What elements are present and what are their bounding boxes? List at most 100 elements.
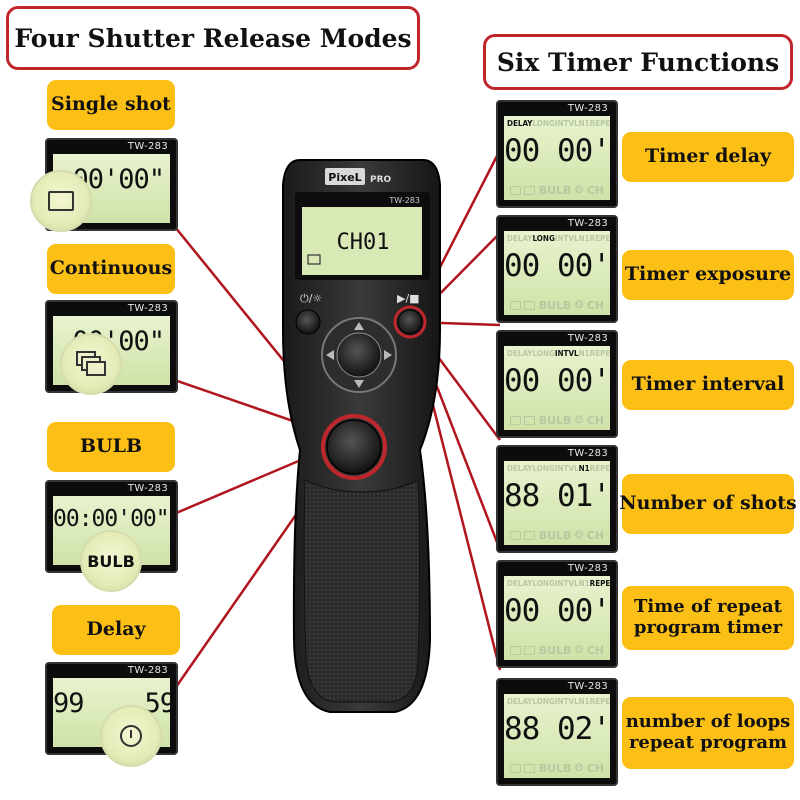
lcd-mode-label: DELAY — [507, 349, 533, 358]
single-frame-icon — [510, 763, 521, 773]
mode-label-single-shot: Single shot — [47, 80, 175, 130]
timer-icon: ⏲ — [574, 413, 584, 426]
continuous-frames-icon — [524, 415, 536, 425]
lcd-mode-label: N1 — [578, 464, 590, 473]
channel-text: CH — [586, 413, 604, 427]
lcd-mode-label: REPEAT — [589, 119, 610, 128]
lcd-digits: 00 00'01" — [504, 593, 610, 629]
remote-grip — [303, 479, 420, 703]
lcd-mode-label: REPEAT — [589, 234, 610, 243]
remote-screen — [302, 207, 422, 275]
lcd-mode-label: LONG — [532, 579, 555, 588]
lcd-mode-label: DELAY — [507, 579, 533, 588]
lcd-mode-label: DELAY — [507, 234, 533, 243]
lcd-mode-label: N1 — [578, 119, 590, 128]
single-frame-icon — [510, 530, 521, 540]
timer-icon: ⏲ — [574, 528, 584, 541]
single-frame-icon — [30, 170, 92, 232]
channel-text: CH — [586, 298, 604, 312]
lcd-mode-label: INTVL — [554, 119, 579, 128]
lcd-mode-label: DELAY — [507, 119, 533, 128]
lcd-digits: 00 00'01" — [504, 363, 610, 399]
bulb-text: BULB — [538, 183, 572, 197]
remote-model: TW-283 — [388, 196, 420, 205]
lcd-mode-label: INTVL — [554, 349, 579, 358]
power-light-button — [295, 309, 321, 335]
timer-label-3: Number of shots — [619, 474, 797, 534]
dpad-down-icon — [354, 380, 364, 388]
brand-logo — [325, 168, 365, 185]
lcd-mode-label: LONG — [532, 119, 555, 128]
lcd-digits: 88 01'88" — [504, 478, 610, 514]
power-light-icon: ⏻/☼ — [300, 292, 322, 305]
bulb-text: BULB — [538, 298, 572, 312]
timer-icon: ⏲ — [574, 643, 584, 656]
timer-label-2: Timer interval — [622, 360, 794, 410]
remote-screen-frame-icon — [307, 254, 321, 265]
bulb-text: BULB — [538, 528, 572, 542]
lcd-mode-label: INTVL — [554, 579, 579, 588]
lcd-mode-label: LONG — [532, 349, 555, 358]
lcd-mode-label: N1 — [578, 697, 590, 706]
lcd-mode-label: N1 — [578, 349, 590, 358]
play-stop-icon: ▶/■ — [397, 292, 420, 305]
shutter-modes-title: Four Shutter Release Modes — [6, 6, 420, 70]
remote-screen-text: CH01 — [337, 230, 390, 255]
lcd-mode-label: REPEAT — [589, 697, 610, 706]
timer-lcd-4: TW-283 DELAYLONGINTVLN1REPEATN2 00 00'01… — [496, 560, 618, 668]
timer-icon: ⏲ — [574, 761, 584, 774]
timer-lcd-3: TW-283 DELAYLONGINTVLN1REPEATN2 88 01'88… — [496, 445, 618, 553]
lcd-mode-label: REPEAT — [589, 349, 610, 358]
lcd-mode-label: LONG — [532, 464, 555, 473]
continuous-frames-icon — [524, 530, 536, 540]
single-frame-icon — [510, 645, 521, 655]
shutter-highlight — [321, 414, 387, 480]
mode-label-bulb: BULB — [47, 422, 175, 472]
continuous-frames-icon — [524, 185, 536, 195]
dpad-right-icon — [384, 350, 392, 360]
timer-lcd-1: TW-283 DELAYLONGINTVLN1REPEATN2 00 00'00… — [496, 215, 618, 323]
timer-icon — [100, 705, 162, 767]
continuous-frames-icon — [524, 763, 536, 773]
bulb-text: BULB — [538, 413, 572, 427]
dpad-up-icon — [354, 322, 364, 330]
lcd-mode-label: DELAY — [507, 697, 533, 706]
lcd-mode-label: REPEAT — [589, 579, 610, 588]
lcd-mode-label: REPEAT — [589, 464, 610, 473]
lcd-mode-label: INTVL — [554, 234, 579, 243]
lcd-mode-label: LONG — [532, 234, 555, 243]
single-frame-icon — [510, 185, 521, 195]
channel-text: CH — [586, 761, 604, 775]
lcd-mode-label: INTVL — [554, 464, 579, 473]
mode-label-continuous: Continuous — [47, 244, 175, 294]
timer-icon: ⏲ — [574, 183, 584, 196]
shutter-button — [326, 419, 382, 475]
lcd-mode-label: DELAY — [507, 464, 533, 473]
timer-functions-title: Six Timer Functions — [483, 34, 793, 90]
continuous-frames-icon — [524, 300, 536, 310]
timer-lcd-0: TW-283 DELAYLONGINTVLN1REPEATN2 00 00'00… — [496, 100, 618, 208]
bulb-text: BULB — [538, 761, 572, 775]
dpad-left-icon — [326, 350, 334, 360]
continuous-frames-icon — [60, 333, 122, 395]
lcd-digits: 00 00'00" — [504, 248, 610, 284]
single-frame-icon — [510, 300, 521, 310]
play-stop-highlight — [393, 305, 427, 339]
lcd-mode-label: LONG — [532, 697, 555, 706]
single-frame-icon — [510, 415, 521, 425]
brand-name: PixeL — [328, 171, 361, 184]
lcd-mode-label: N1 — [578, 234, 590, 243]
brand-suffix: PRO — [370, 175, 392, 185]
play-stop-button — [397, 309, 423, 335]
timer-label-1: Timer exposure — [622, 250, 794, 300]
lcd-mode-label: INTVL — [554, 697, 579, 706]
lcd-digits: 88 02'88" — [504, 711, 610, 747]
timer-lcd-5: TW-283 DELAYLONGINTVLN1REPEATN2 88 02'88… — [496, 678, 618, 786]
timer-icon: ⏲ — [574, 298, 584, 311]
channel-text: CH — [586, 528, 604, 542]
channel-text: CH — [586, 183, 604, 197]
mode-label-delay: Delay — [52, 605, 180, 655]
bulb-text: BULB — [538, 643, 572, 657]
